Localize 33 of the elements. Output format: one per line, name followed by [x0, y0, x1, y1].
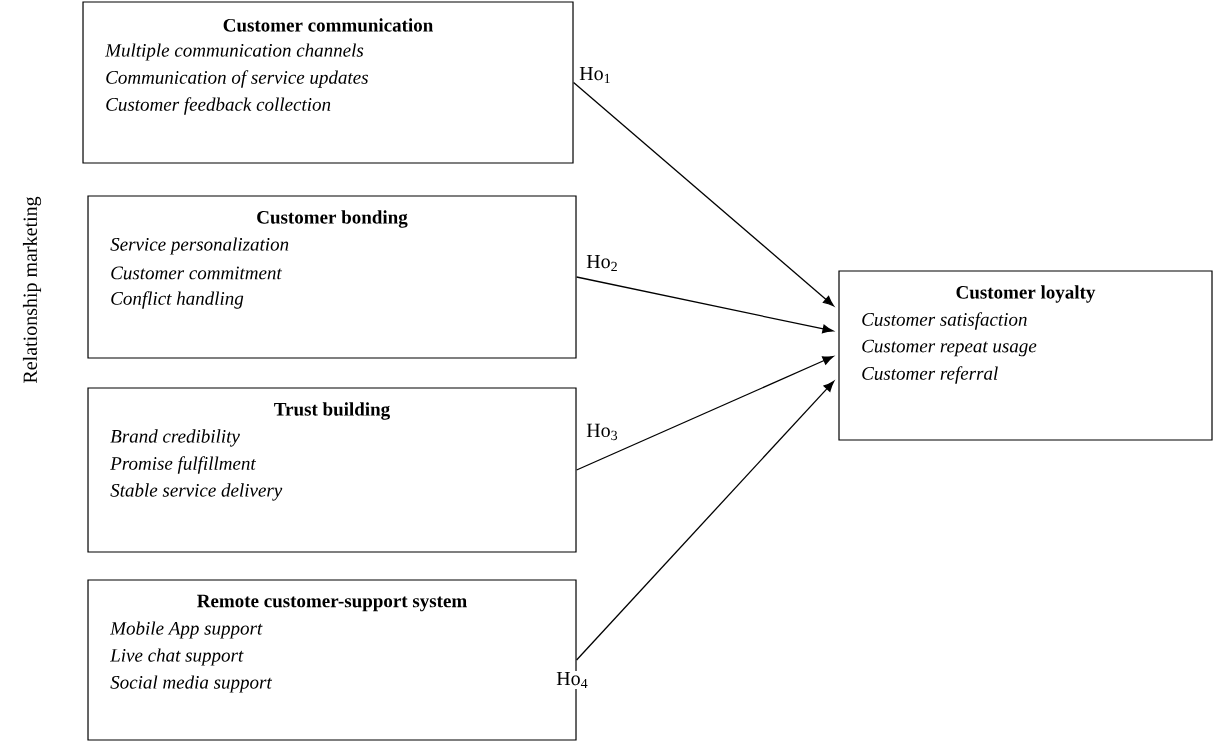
concept-box [838, 270, 1213, 441]
edge-label: Ho$_{4}$ [555, 670, 590, 690]
item-text: Multiple communication channels [105, 43, 364, 61]
box-heading: Customer loyalty [956, 285, 1096, 303]
arrow [575, 380, 835, 661]
item-text: Customer satisfaction [862, 312, 1027, 330]
concept-box [87, 387, 577, 553]
edge-label: Ho$_{2}$ [585, 253, 620, 273]
item-text: Promise fulfillment [110, 456, 257, 474]
item-text: Brand credibility [110, 429, 240, 447]
arrow [572, 81, 835, 307]
concept-box [82, 1, 574, 164]
item-text: Customer commitment [111, 266, 283, 280]
item-text: Conflict handling [111, 291, 244, 309]
box-heading: Customer bonding [257, 210, 408, 228]
item-text: Customer repeat usage [862, 339, 1037, 357]
item-text: Service personalization [110, 237, 289, 255]
item-text: Customer referral [862, 366, 998, 384]
concept-box [87, 195, 577, 359]
box-heading: Remote customer-support system [197, 594, 467, 612]
edge-label: Ho$_{3}$ [585, 422, 620, 442]
box-heading: Trust building [274, 402, 390, 420]
item-text: Live chat support [110, 648, 244, 666]
side-label: Relationship marketing [22, 196, 42, 383]
item-text: Communication of service updates [106, 70, 368, 88]
item-text: Customer feedback collection [106, 97, 331, 115]
item-text: Social media support [110, 675, 273, 693]
box-heading: Customer communication [223, 18, 433, 32]
edge-label: Ho$_{1}$ [578, 65, 613, 85]
item-text: Stable service delivery [110, 483, 283, 501]
item-text: Mobile App support [110, 621, 263, 639]
arrow [575, 355, 834, 471]
arrow [575, 276, 834, 334]
